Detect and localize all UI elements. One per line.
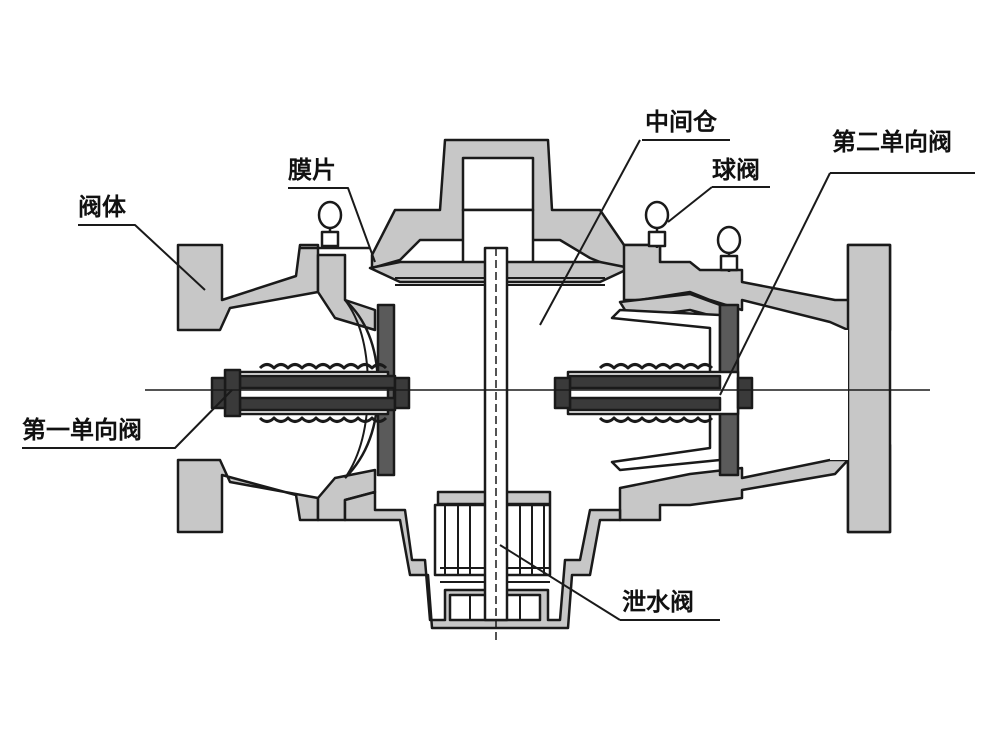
left-flange (176, 243, 320, 534)
label-ball-valve: 球阀 (712, 156, 760, 184)
valve-body-left-wall (316, 253, 377, 522)
label-first-check-valve: 第一单向阀 (22, 416, 142, 444)
second-check-valve (553, 303, 754, 477)
ball-valve-left (300, 200, 370, 250)
ball-valve-right-1 (644, 200, 670, 248)
leader-lines (22, 139, 975, 621)
label-valve-body: 阀体 (78, 193, 127, 221)
label-second-check-valve: 第二单向阀 (832, 128, 952, 156)
valve-body-right-lower (618, 243, 892, 534)
label-drain-valve: 泄水阀 (622, 588, 694, 616)
first-check-valve (210, 299, 411, 479)
label-diaphragm: 膜片 (287, 156, 336, 184)
central-stem (483, 246, 509, 640)
top-cover (370, 138, 662, 272)
ball-valve-right-2 (716, 225, 742, 272)
label-middle-chamber: 中间仓 (645, 108, 718, 136)
